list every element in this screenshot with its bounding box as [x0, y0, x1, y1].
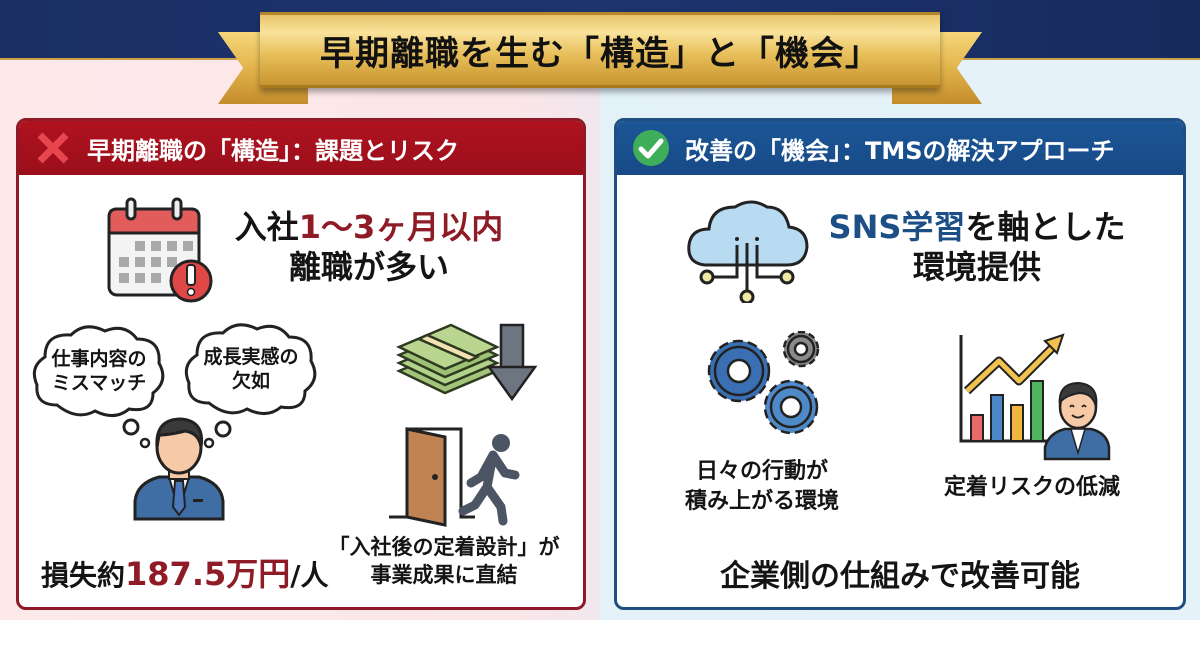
headline-prefix: 入社 [234, 208, 299, 246]
daily-action-caption: 日々の行動が 積み上がる環境 [657, 457, 867, 517]
opportunity-panel: 改善の「機会」：TMSの解決アプローチ SNS学習を軸とした 環境提供 [614, 118, 1186, 610]
thought-bubble-growth: 成長実感の 欠如 [181, 319, 321, 433]
caption-line1: 日々の行動が [695, 459, 828, 484]
cloud-bubble-icon [184, 323, 317, 415]
bubble-text-line1: 仕事内容の [51, 348, 147, 370]
opportunity-panel-header: 改善の「機会」：TMSの解決アプローチ [617, 121, 1183, 175]
early-turnover-headline: 入社1〜3ヶ月以内 離職が多い [219, 207, 519, 287]
money-down-icon [389, 321, 549, 415]
loss-amount: 187.5万円 [125, 555, 291, 593]
headline-line2: 環境提供 [912, 248, 1041, 286]
bubble-text-line2: ミスマッチ [51, 372, 147, 394]
headline-rest: を軸とした [965, 208, 1126, 246]
bubble-text-line2: 欠如 [231, 370, 270, 392]
structure-panel: 早期離職の「構造」：課題とリスク 入社1〜3ヶ月以内 離職が多い [16, 118, 586, 610]
thought-dots-left [119, 417, 159, 461]
gears-icon [701, 330, 831, 445]
onboarding-conclusion: 「入社後の定着設計」が 事業成果に直結 [309, 533, 579, 589]
structure-panel-title: 早期離職の「構造」：課題とリスク [87, 136, 459, 165]
loss-prefix: 損失約 [41, 559, 126, 592]
loss-per-person: 損失約187.5万円/人 [41, 549, 328, 595]
bubble-text-line1: 成長実感の [203, 346, 299, 368]
structure-panel-header: 早期離職の「構造」：課題とリスク [19, 121, 583, 175]
calendar-warning-icon [105, 195, 215, 309]
bottom-margin [0, 620, 1200, 670]
headline-highlight: 1〜3ヶ月以内 [298, 208, 504, 246]
ribbon-banner: 早期離職を生む「構造」と「機会」 [260, 12, 940, 88]
door-exit-icon [389, 421, 529, 535]
opportunity-panel-title: 改善の「機会」：TMSの解決アプローチ [685, 136, 1115, 165]
check-circle-icon [631, 128, 671, 168]
businessman-icon [129, 411, 229, 525]
thought-dots-right [197, 417, 237, 461]
conclusion-line2: 事業成果に直結 [370, 563, 518, 587]
thought-bubble-mismatch: 仕事内容の ミスマッチ [29, 321, 169, 435]
cloud-network-icon [683, 193, 813, 307]
headline-line1: SNS学習を軸とした [817, 207, 1137, 247]
headline-line2: 離職が多い [288, 248, 449, 286]
growth-chart-person-icon [957, 331, 1117, 465]
headline-line1: 入社1〜3ヶ月以内 [219, 207, 519, 247]
conclusion-line1: 「入社後の定着設計」が [328, 535, 560, 559]
page-title: 早期離職を生む「構造」と「機会」 [320, 33, 880, 74]
title-ribbon: 早期離職を生む「構造」と「機会」 [218, 12, 982, 104]
caption-line1: 定着リスクの低減 [943, 475, 1120, 500]
improvable-footer: 企業側の仕組みで改善可能 [720, 559, 1080, 594]
x-mark-icon [33, 128, 73, 168]
sns-learning-headline: SNS学習を軸とした 環境提供 [817, 207, 1137, 287]
loss-suffix: /人 [290, 559, 329, 592]
caption-line2: 積み上がる環境 [684, 489, 839, 514]
retention-risk-caption: 定着リスクの低減 [917, 473, 1147, 503]
cloud-bubble-icon [32, 325, 165, 417]
headline-highlight: SNS学習 [828, 208, 966, 246]
